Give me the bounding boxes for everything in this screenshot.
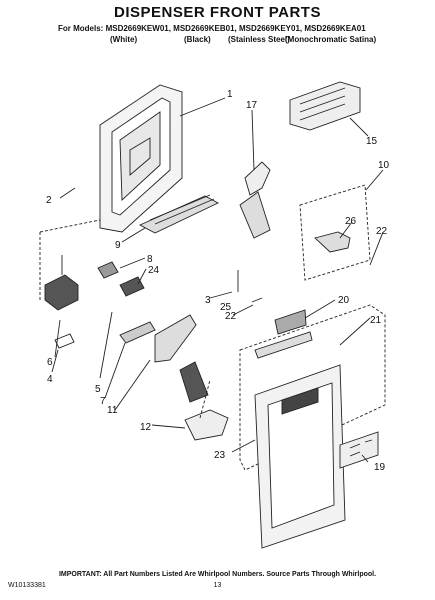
callout-1: 1 xyxy=(227,89,233,100)
callout-9: 9 xyxy=(115,240,121,251)
guide-lines xyxy=(39,219,211,419)
callout-12: 12 xyxy=(140,422,152,433)
callout-8: 8 xyxy=(147,254,153,265)
callout-25: 25 xyxy=(220,302,232,313)
part-11-lever xyxy=(154,314,209,403)
callout-2: 2 xyxy=(46,195,52,206)
part-21-23-front-panel xyxy=(239,304,386,549)
callout-24: 24 xyxy=(148,265,160,276)
variant-monochromatic: (Monochromatic Satina) xyxy=(285,35,377,44)
part-26-lever xyxy=(314,231,351,253)
callout-22-upper: 22 xyxy=(376,226,388,237)
callout-21: 21 xyxy=(370,315,382,326)
part-8-part xyxy=(97,261,119,279)
callout-23: 23 xyxy=(214,450,226,461)
leader-lines xyxy=(51,97,384,463)
document-id: W10133381 xyxy=(8,582,46,589)
page-title: DISPENSER FRONT PARTS xyxy=(114,4,321,21)
callout-4: 4 xyxy=(47,374,53,385)
models-numbers: MSD2669KEW01, MSD2669KEB01, MSD2669KEY01… xyxy=(105,24,366,33)
part-15-module xyxy=(289,81,361,131)
part-10-bracket xyxy=(299,184,371,281)
model-list: For Models: MSD2669KEW01, MSD2669KEB01, … xyxy=(58,24,366,33)
callout-15: 15 xyxy=(366,136,378,147)
variant-white: (White) xyxy=(110,35,138,44)
part-4-clip xyxy=(54,333,75,349)
callout-11: 11 xyxy=(107,405,118,416)
page-number: 13 xyxy=(213,582,222,589)
footer-note: IMPORTANT: All Part Numbers Listed Are W… xyxy=(58,571,377,578)
callout-7: 7 xyxy=(100,396,106,407)
part-1-housing xyxy=(99,84,183,233)
part-20-strip xyxy=(254,309,313,359)
callout-22-lower: 22 xyxy=(225,311,237,322)
callout-3: 3 xyxy=(205,295,211,306)
part-17-lever xyxy=(239,161,271,239)
part-7-actuator xyxy=(119,321,156,344)
part-9-tray xyxy=(138,194,219,234)
callout-6: 6 xyxy=(47,357,53,368)
variant-black: (Black) xyxy=(184,35,211,44)
callout-5: 5 xyxy=(95,384,101,395)
part-24-part xyxy=(119,276,145,297)
callout-19: 19 xyxy=(374,462,386,473)
callout-20: 20 xyxy=(338,295,350,306)
callout-10: 10 xyxy=(378,160,390,171)
variant-stainless: (Stainless Steel) xyxy=(228,35,290,44)
part-25-screw xyxy=(251,297,263,303)
callout-17: 17 xyxy=(246,100,258,111)
models-prefix: For Models: xyxy=(58,24,104,33)
part-6-solenoid xyxy=(44,255,79,311)
part-12-drip-tray xyxy=(184,409,229,441)
callout-26: 26 xyxy=(345,216,357,227)
part-19-control-pad xyxy=(339,431,379,469)
